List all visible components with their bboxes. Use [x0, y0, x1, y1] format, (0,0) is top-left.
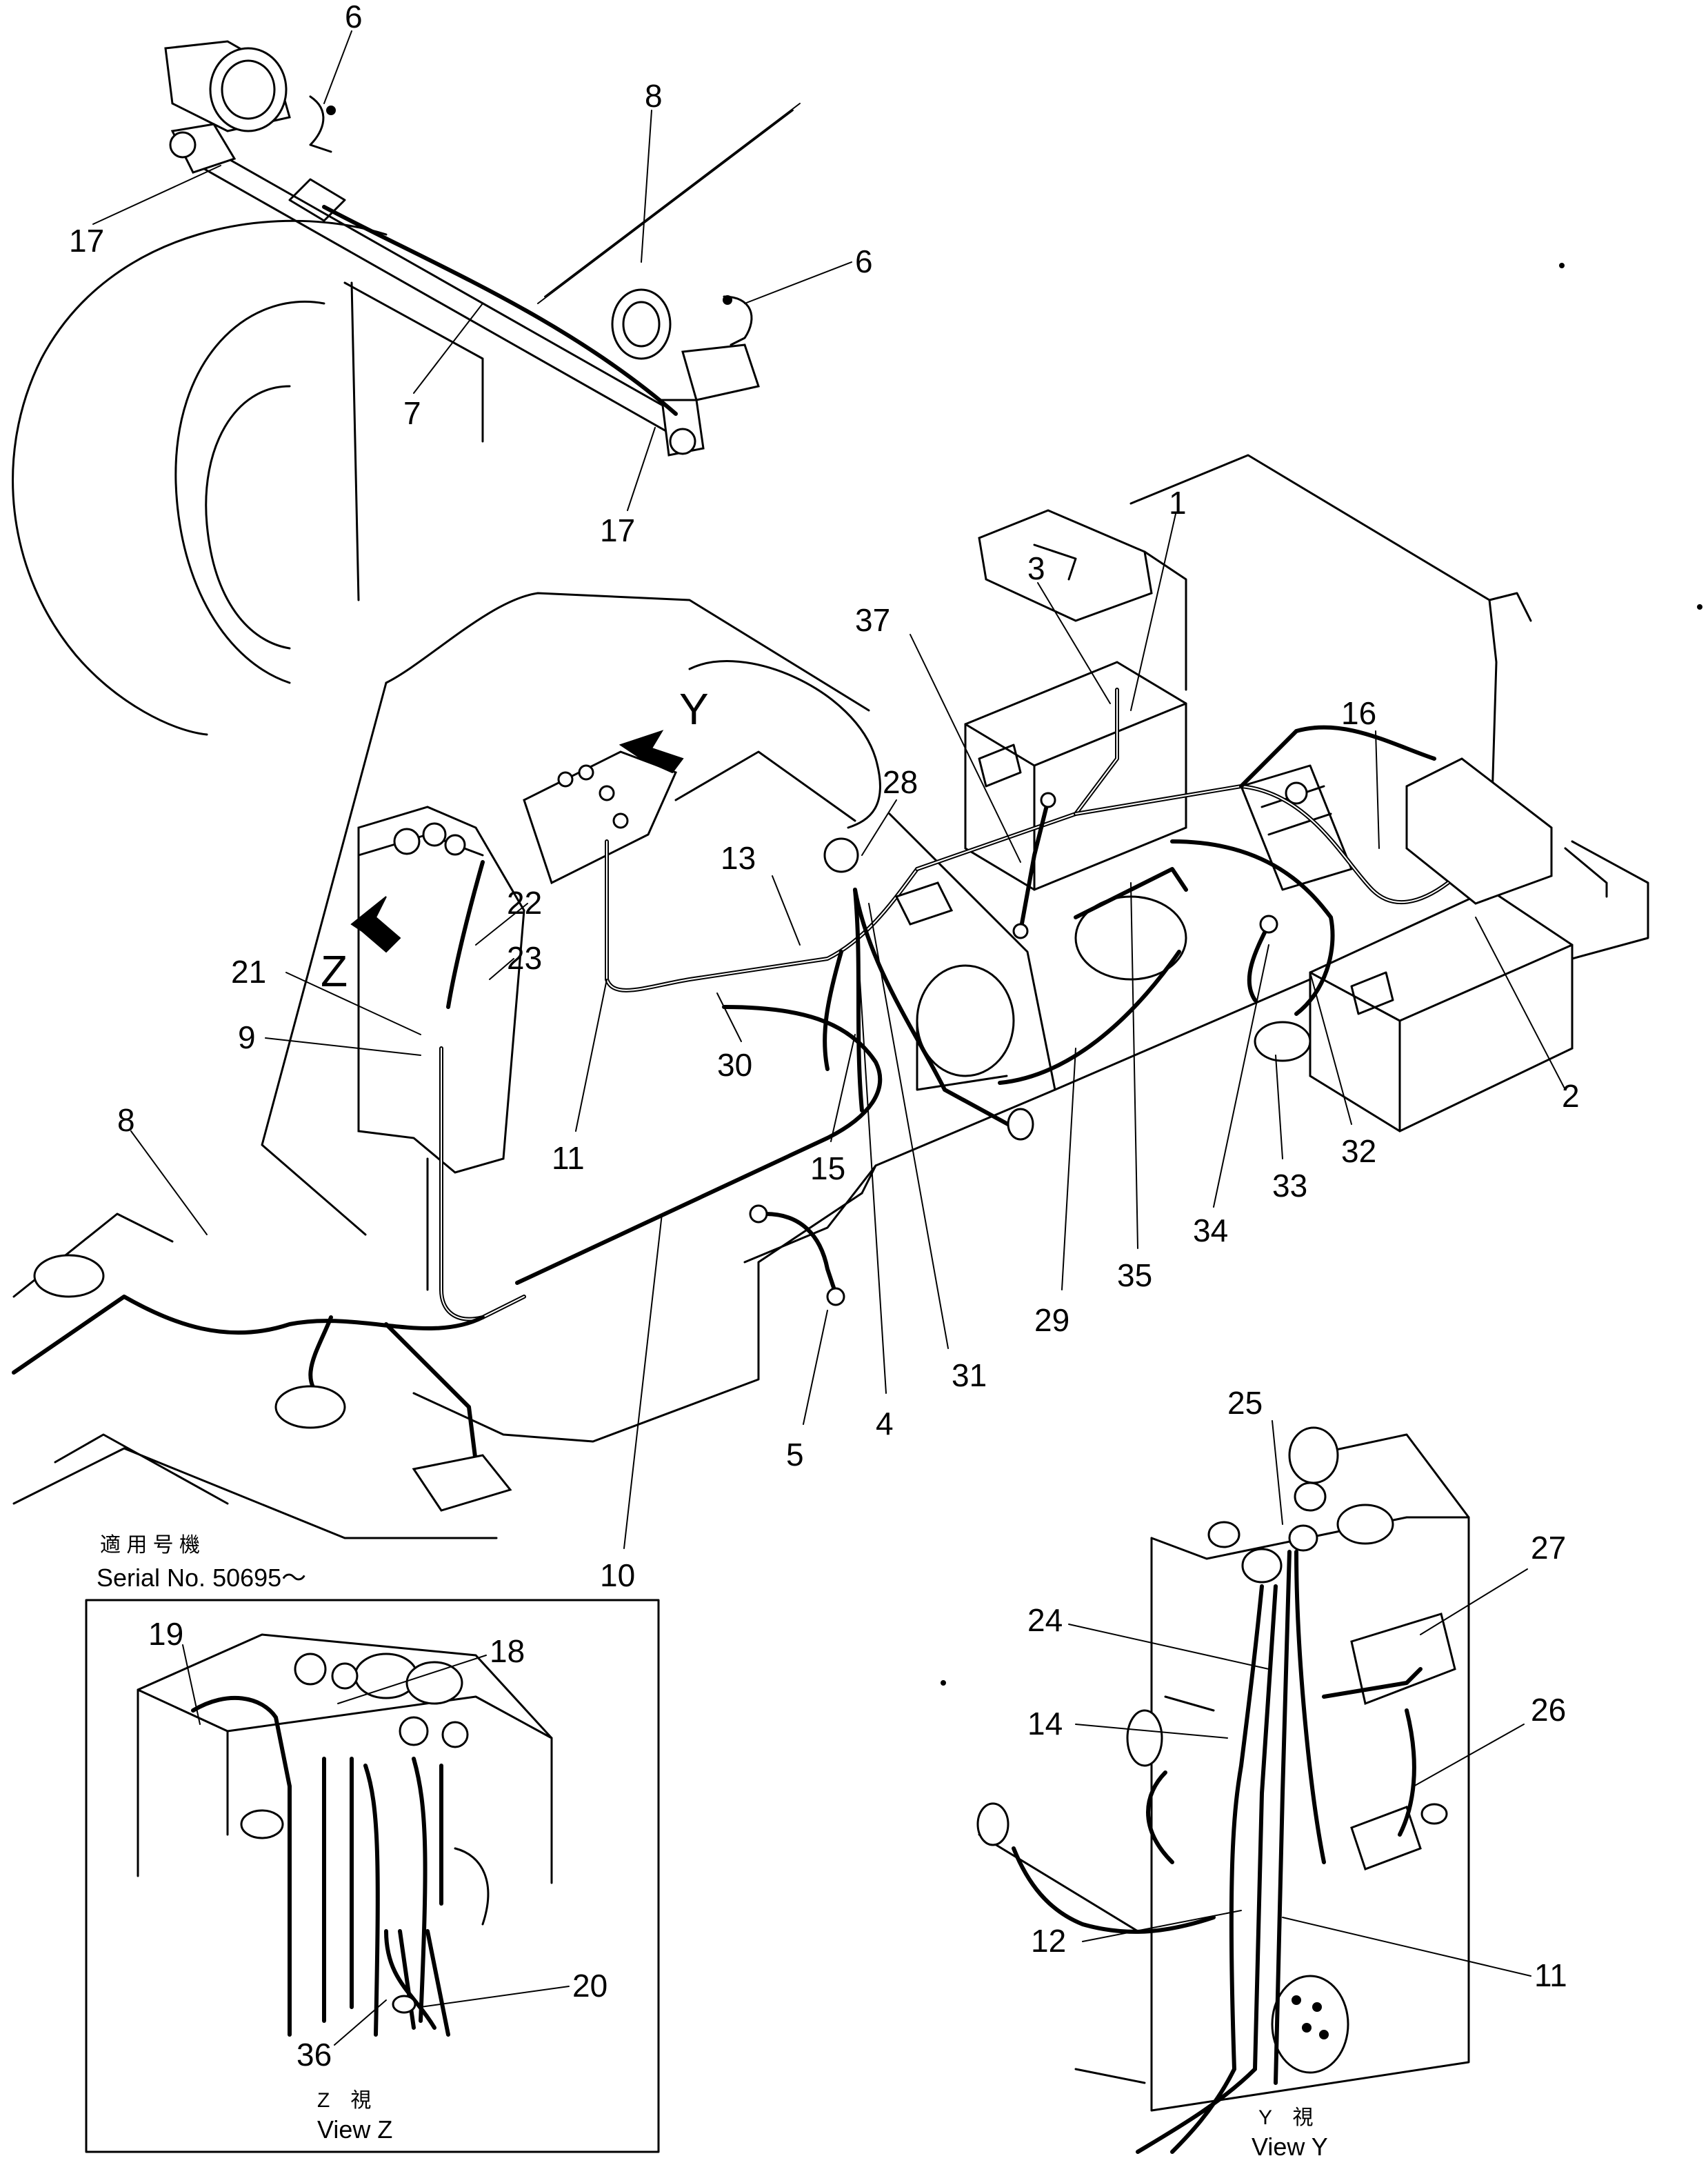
view-y-jp: Y 視	[1258, 2106, 1313, 2129]
left-work-lamp	[164, 40, 291, 174]
callout-6-right: 6	[855, 243, 873, 279]
battery-bracket	[1240, 764, 1353, 891]
callout-24: 24	[1027, 1602, 1063, 1638]
view-y-detail: 25 27 24 26 14 12 11 Y 視 View Y	[976, 1385, 1567, 2161]
view-z-inset: 19 18 20 36 Z 視 View Z	[85, 1599, 660, 2153]
callout-37: 37	[855, 602, 890, 638]
callout-10: 10	[600, 1557, 635, 1593]
callout-21: 21	[231, 954, 266, 990]
callout-29: 29	[1034, 1302, 1069, 1338]
callout-33: 33	[1272, 1168, 1307, 1204]
callout-7: 7	[403, 395, 421, 431]
callout-17-bottom: 17	[600, 512, 635, 548]
view-y-caption: View Y	[1252, 2133, 1328, 2161]
callout-2: 2	[1562, 1078, 1580, 1114]
speck-3	[941, 1680, 946, 1686]
leader-lines	[92, 30, 1566, 1549]
callout-19: 19	[148, 1616, 183, 1652]
callout-4: 4	[876, 1406, 894, 1441]
right-work-lamp	[611, 288, 760, 457]
view-y-marker: Y	[679, 684, 709, 734]
view-z-caption: View Z	[317, 2115, 392, 2144]
callout-16: 16	[1341, 695, 1376, 731]
battery-right	[1309, 888, 1574, 1132]
callout-20: 20	[572, 1968, 607, 2004]
serial-note: Serial No. 50695～	[97, 1564, 306, 1592]
machine-body	[12, 454, 1532, 1539]
view-y-arrow	[619, 730, 684, 774]
callout-3: 3	[1027, 550, 1045, 586]
callout-31: 31	[952, 1357, 987, 1393]
speck-1	[1559, 263, 1565, 268]
view-z-arrow	[350, 896, 401, 953]
view-z-marker: Z	[321, 946, 348, 996]
callout-27: 27	[1531, 1530, 1566, 1566]
starter-motor	[916, 895, 1187, 1091]
callout-17-left: 17	[69, 223, 104, 259]
callout-6-top: 6	[345, 0, 363, 34]
callout-34: 34	[1193, 1212, 1228, 1248]
callout-26: 26	[1531, 1692, 1566, 1728]
rear-lamp-right	[1405, 757, 1649, 960]
callout-8-top: 8	[645, 78, 663, 114]
callouts-main: 6 8 6 17 7 17 1 3 37 16 28 13 22 23 Z Y …	[69, 0, 1580, 1593]
loose-parts	[33, 792, 1312, 1512]
callout-11-view-y: 11	[1534, 1957, 1567, 1993]
callout-15: 15	[810, 1150, 845, 1186]
callout-28: 28	[883, 764, 918, 800]
battery-left	[964, 661, 1187, 891]
rear-lamp-left	[978, 509, 1187, 691]
callout-35: 35	[1117, 1257, 1152, 1293]
callout-30: 30	[717, 1047, 752, 1083]
callout-11-main: 11	[552, 1140, 585, 1176]
callout-8-left: 8	[117, 1102, 135, 1138]
serial-jp: 適 用 号 機	[100, 1534, 200, 1557]
speck-2	[1697, 604, 1702, 610]
callout-13: 13	[721, 840, 756, 876]
tire	[12, 219, 484, 736]
callout-32: 32	[1341, 1133, 1376, 1169]
callout-14: 14	[1027, 1706, 1063, 1741]
switch-panel	[523, 750, 678, 885]
front-light-bar	[164, 40, 801, 457]
callout-25: 25	[1227, 1385, 1263, 1421]
callout-1: 1	[1169, 485, 1187, 521]
callout-5: 5	[786, 1437, 804, 1473]
callout-9: 9	[238, 1019, 256, 1055]
view-z-jp: Z 視	[317, 2089, 371, 2112]
callout-36: 36	[297, 2037, 332, 2073]
callout-23: 23	[507, 940, 542, 976]
main-harness	[12, 688, 1450, 1464]
callout-12: 12	[1031, 1923, 1066, 1959]
callout-22: 22	[507, 885, 542, 921]
callout-18: 18	[490, 1633, 525, 1669]
